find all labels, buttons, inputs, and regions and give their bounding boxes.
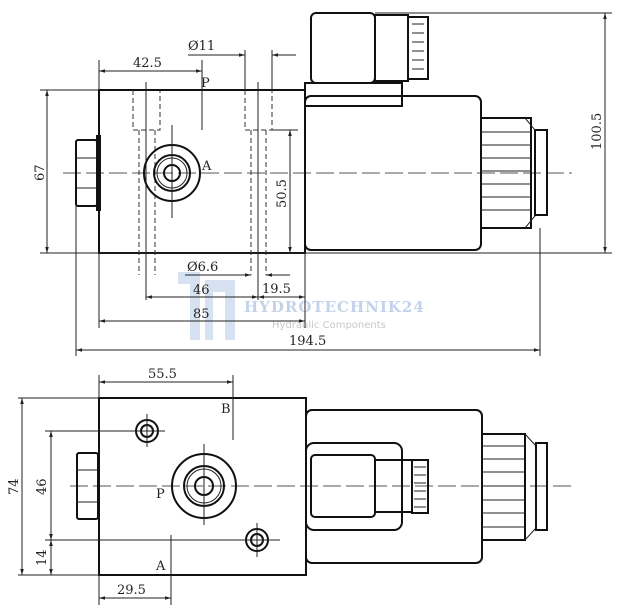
dim-29-5: 29.5: [117, 583, 146, 598]
bolt-holes: [132, 82, 273, 300]
watermark-tagline: Hydraulic Components: [272, 320, 386, 331]
dim-42-5: 42.5: [133, 56, 162, 71]
port-p: [171, 444, 237, 525]
dimension-lines: [18, 375, 240, 605]
dim-50-5: 50.5: [275, 179, 290, 208]
port-label-p: P: [156, 487, 165, 502]
manual-override-nut: [481, 433, 548, 541]
dim-74: 74: [7, 478, 22, 495]
port-a: [143, 125, 201, 218]
port-label-a: A: [155, 559, 166, 574]
solenoid-coil: [304, 12, 548, 251]
dim-194-5: 194.5: [289, 334, 326, 349]
watermark-logo: [178, 272, 235, 340]
dim-85: 85: [193, 307, 210, 322]
mount-hole-2: [240, 523, 280, 557]
dim-46: 46: [35, 478, 50, 495]
dim-dia-6-6: Ø6.6: [187, 260, 218, 275]
dim-14: 14: [35, 549, 50, 566]
manual-override-nut: [480, 117, 548, 229]
hex-plug: [76, 452, 99, 520]
dimension-lines: [40, 12, 612, 356]
port-label-p: P: [201, 76, 210, 91]
bottom-view: 55.5 B P A 74 46 14 29.5: [7, 367, 575, 605]
dim-67: 67: [33, 164, 48, 181]
solenoid-coil: [305, 409, 548, 564]
port-label-a: A: [201, 159, 212, 174]
top-view: 42.5 Ø11 P A 67 50.5 100.5 Ø6.6 46 19.5 …: [33, 12, 612, 356]
hex-plug: [75, 135, 101, 211]
dim-55-5: 55.5: [148, 367, 177, 382]
port-label-b: B: [221, 402, 231, 417]
watermark-brand: HYDROTECHNIK24: [244, 298, 425, 316]
connector-knurl-nut: [374, 14, 429, 82]
dim-19-5: 19.5: [262, 282, 291, 297]
dim-46: 46: [193, 283, 210, 298]
dim-dia-11: Ø11: [188, 39, 215, 54]
mount-hole-1: [131, 414, 165, 447]
dim-100-5: 100.5: [590, 113, 605, 150]
